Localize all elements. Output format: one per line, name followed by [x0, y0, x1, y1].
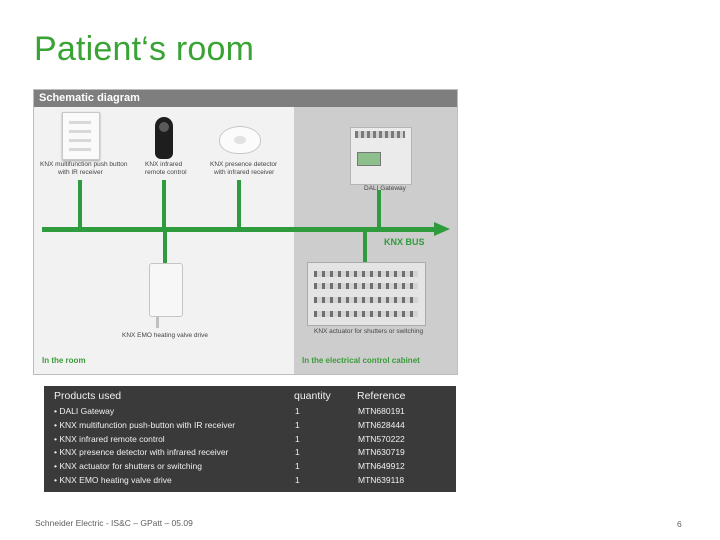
- knx-bus-label: KNX BUS: [384, 237, 425, 247]
- bus-drop-valve: [163, 231, 167, 263]
- slide-footer: Schneider Electric - IS&C – GPatt – 05.0…: [35, 518, 193, 528]
- quantity-cell: 1: [295, 474, 300, 485]
- knx-bus-line: [42, 227, 437, 232]
- bus-drop-pushbutton: [78, 180, 82, 228]
- gateway-device-image: [350, 127, 412, 185]
- table-row: • DALI Gateway: [54, 406, 115, 416]
- schematic-diagram: Schematic diagram KNX multifunction push…: [33, 89, 458, 375]
- reference-cell: MTN639118: [358, 474, 405, 485]
- reference-cell: MTN570222: [358, 433, 405, 444]
- valve-label: KNX EMO heating valve drive: [122, 332, 208, 339]
- reference-cell: MTN680191: [358, 406, 405, 416]
- table-row: • KNX actuator for shutters or switching: [54, 461, 203, 472]
- table-row: • KNX EMO heating valve drive: [54, 474, 172, 485]
- reference-cell: MTN630719: [358, 447, 405, 458]
- bus-drop-gateway: [377, 190, 381, 228]
- quantity-cell: 1: [295, 461, 300, 472]
- quantity-header: quantity: [294, 390, 331, 402]
- page-number: 6: [677, 519, 682, 529]
- remote-label: KNX infrared remote control: [145, 161, 187, 176]
- pushbutton-label: KNX multifunction push button with IR re…: [40, 161, 128, 176]
- actuator-device-image: [307, 262, 426, 326]
- product-references: MTN680191 MTN628444 MTN570222 MTN630719 …: [358, 405, 405, 488]
- product-quantities: 1 1 1 1 1 1: [295, 405, 300, 488]
- reference-cell: MTN649912: [358, 461, 405, 472]
- product-names: • DALI Gateway • KNX multifunction push-…: [54, 405, 235, 488]
- quantity-cell: 1: [295, 433, 300, 444]
- products-header: Products used: [54, 390, 122, 402]
- detector-label: KNX presence detector with infrared rece…: [210, 161, 278, 176]
- quantity-cell: 1: [295, 419, 300, 430]
- pushbutton-device-image: [62, 112, 100, 160]
- slide-title: Patient‘s room: [34, 30, 255, 68]
- room-label: In the room: [42, 356, 86, 365]
- products-table: Products used quantity Reference • DALI …: [44, 386, 456, 492]
- knx-bus-arrow-icon: [434, 222, 450, 236]
- bus-drop-remote: [162, 180, 166, 228]
- reference-cell: MTN628444: [358, 419, 405, 430]
- reference-header: Reference: [357, 390, 406, 402]
- valve-device-image: [149, 263, 183, 328]
- table-row: • KNX infrared remote control: [54, 433, 165, 444]
- cabinet-label: In the electrical control cabinet: [302, 356, 420, 365]
- quantity-cell: 1: [295, 447, 300, 458]
- bus-drop-detector: [237, 180, 241, 228]
- bus-drop-actuator: [363, 231, 367, 262]
- quantity-cell: 1: [295, 406, 300, 416]
- actuator-label: KNX actuator for shutters or switching: [314, 328, 424, 335]
- gateway-label: DALI Gateway: [364, 185, 406, 192]
- detector-device-image: [219, 126, 261, 154]
- diagram-header: Schematic diagram: [34, 90, 457, 107]
- table-row: • KNX multifunction push-button with IR …: [54, 419, 236, 430]
- remote-device-image: [155, 117, 173, 159]
- table-row: • KNX presence detector with infrared re…: [54, 447, 229, 458]
